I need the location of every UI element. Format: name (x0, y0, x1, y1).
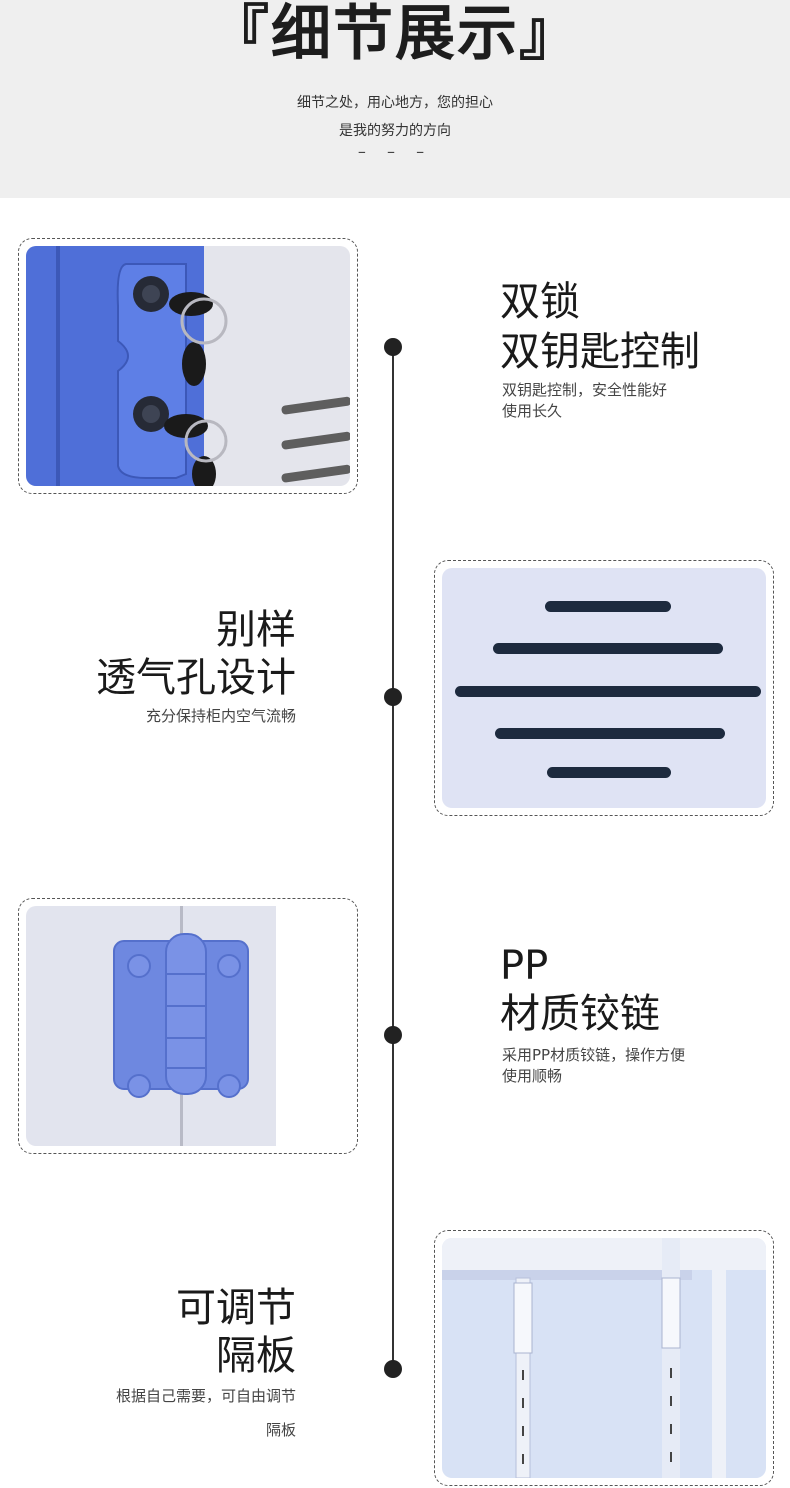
hinge-photo (26, 906, 350, 1146)
timeline-dot (384, 688, 402, 706)
timeline-dot (384, 1360, 402, 1378)
shelf-photo (442, 1238, 766, 1478)
section-4-desc-line-1: 根据自己需要，可自由调节 (115, 1387, 296, 1405)
section-2-title-line-2: 透气孔设计 (96, 655, 296, 701)
header-dashes: – – – (357, 142, 433, 161)
timeline-dot (384, 338, 402, 356)
hinge-photo-frame (18, 898, 358, 1154)
section-3-desc-line-1: 采用PP材质铰链，操作方便 (502, 1046, 686, 1064)
vent-holes-photo (442, 568, 766, 808)
section-1-title-line-1: 双锁 (500, 279, 580, 325)
section-3-title-line-1: PP (500, 943, 549, 989)
timeline-dot (384, 1026, 402, 1044)
section-4-title-line-2: 隔板 (216, 1333, 296, 1379)
section-3-title-line-2: 材质铰链 (500, 991, 660, 1037)
section-4-desc-line-2: 隔板 (265, 1421, 296, 1439)
section-3-desc-line-2: 使用顺畅 (502, 1067, 563, 1085)
timeline-line (392, 345, 394, 1375)
subtitle-line-1: 细节之处，用心地方，您的担心 (297, 95, 493, 111)
vent-photo-frame (434, 560, 774, 816)
section-2-desc-line-1: 充分保持柜内空气流畅 (145, 707, 296, 725)
section-2-title-line-1: 别样 (216, 607, 296, 653)
lock-photo-frame (18, 238, 358, 494)
section-1-desc-line-2: 使用长久 (502, 402, 563, 420)
shelf-photo-frame (434, 1230, 774, 1486)
section-4-title-line-1: 可调节 (176, 1285, 296, 1331)
section-1-title-line-2: 双钥匙控制 (500, 329, 700, 375)
header-banner: 『细节展示』 细节之处，用心地方，您的担心 是我的努力的方向 – – – (0, 0, 790, 198)
double-lock-photo (26, 246, 350, 486)
section-1-desc-line-1: 双钥匙控制，安全性能好 (502, 381, 668, 399)
subtitle-line-2: 是我的努力的方向 (339, 123, 451, 139)
page-title: 『细节展示』 (209, 0, 581, 69)
